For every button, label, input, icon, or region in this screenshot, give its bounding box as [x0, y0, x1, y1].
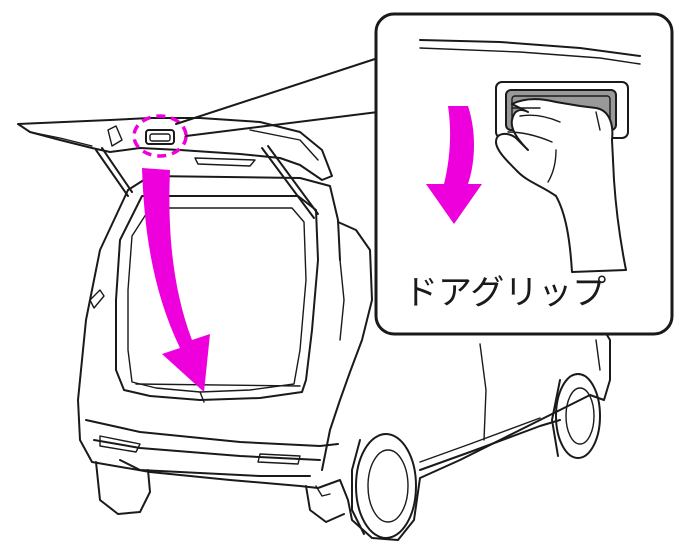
gas-strut-right	[261, 147, 315, 219]
curved-down-arrow-icon	[142, 168, 210, 392]
gas-strut-left	[95, 149, 129, 197]
rear-tire-right	[305, 485, 345, 523]
grip-small	[145, 129, 175, 145]
callout-leader-top	[175, 57, 379, 125]
callout-label: ドアグリップ	[404, 273, 606, 313]
callout-box: ドアグリップ	[374, 12, 674, 336]
down-arrow-icon	[426, 106, 482, 224]
rear-bumper	[85, 419, 339, 447]
side-wheel	[351, 433, 417, 539]
callout-leader-bottom	[185, 111, 379, 137]
front-wheel	[551, 373, 601, 459]
open-liftgate	[17, 117, 333, 181]
hand-illustration	[495, 98, 627, 273]
cargo-opening	[115, 195, 319, 401]
rear-tire-left	[95, 461, 151, 515]
